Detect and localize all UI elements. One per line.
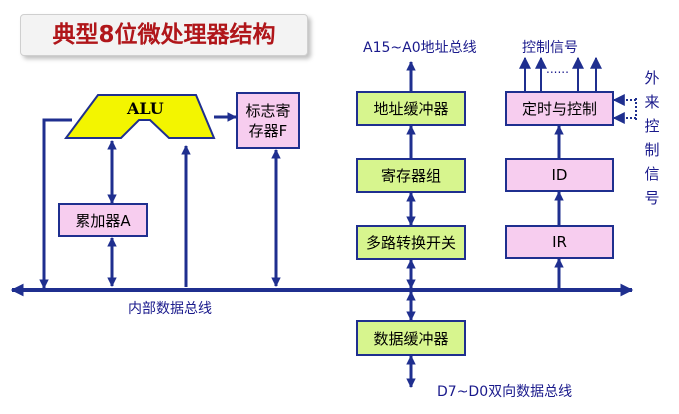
mux-label: 多路转换开关 — [365, 234, 456, 252]
alu-input-left-path — [39, 118, 72, 289]
address-buffer-label: 地址缓冲器 — [373, 100, 449, 118]
timing-control-block: 定时与控制 — [505, 91, 614, 126]
register-file-block: 寄存器组 — [356, 158, 466, 193]
alu-label: ALU — [127, 99, 164, 118]
data-buffer-label: 数据缓冲器 — [373, 329, 449, 348]
accumulator-label: 累加器A — [75, 211, 131, 230]
flags-register-label: 标志寄存器F — [245, 101, 291, 140]
data-bus-label: D7~D0双向数据总线 — [437, 384, 573, 400]
alu-shape — [64, 94, 216, 139]
ir-block: IR — [505, 225, 614, 259]
timing-control-label: 定时与控制 — [521, 100, 597, 118]
internal-bus-label: 内部数据总线 — [128, 301, 212, 317]
id-label: ID — [551, 166, 568, 184]
data-buffer-block: 数据缓冲器 — [356, 320, 466, 356]
diagram-title: 典型8位微处理器结构 — [52, 22, 276, 48]
address-buffer-block: 地址缓冲器 — [356, 91, 466, 126]
control-signals-label: 控制信号 — [522, 40, 578, 56]
title-box: 典型8位微处理器结构 — [20, 14, 308, 56]
accumulator-block: 累加器A — [58, 203, 148, 237]
ir-label: IR — [552, 233, 567, 251]
id-block: ID — [505, 158, 614, 192]
flags-register-block: 标志寄存器F — [236, 92, 300, 149]
mux-block: 多路转换开关 — [356, 225, 466, 260]
register-file-label: 寄存器组 — [380, 167, 441, 185]
control-dots: ...... — [546, 62, 569, 76]
external-signals-label: 外来控制信号 — [644, 69, 660, 207]
address-bus-label: A15~A0地址总线 — [363, 40, 477, 56]
